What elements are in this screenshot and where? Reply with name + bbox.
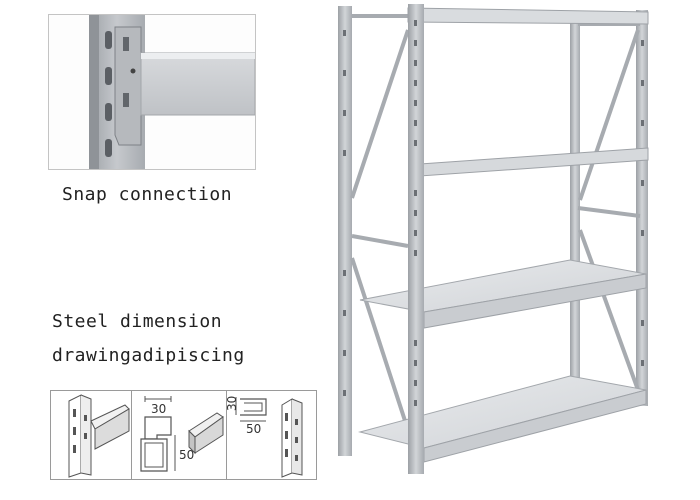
back-right-post: [570, 14, 580, 394]
rear-right-post: [636, 10, 648, 406]
shelf-beam-upper: [419, 147, 649, 177]
snap-connection-illustration: [49, 15, 255, 169]
front-left-post: [408, 4, 424, 474]
beam-profile-drawing: 30 50: [140, 396, 224, 472]
upright-bottom-dimension: 50: [246, 422, 261, 436]
upright-profile-drawing: 30 50: [225, 396, 303, 478]
right-side-braces: [577, 22, 641, 391]
front-left-outer-post: [338, 6, 352, 456]
beam-top-dimension: 30: [151, 402, 166, 416]
upright-profile-cell: 30 50: [225, 391, 316, 479]
steel-dimension-caption: Steel dimension: [52, 311, 223, 332]
beam-hook-plate: [114, 26, 142, 146]
shelving-rack-illustration: [338, 4, 649, 474]
front-left-post-slots: [414, 20, 417, 406]
dimension-drawing-caption: drawingadipiscing: [52, 345, 245, 366]
shelf-beam: [140, 52, 255, 116]
beam-side-dimension: 50: [179, 448, 194, 462]
rear-right-post-slots: [641, 40, 644, 366]
left-side-braces: [350, 14, 410, 431]
top-beam: [407, 7, 649, 25]
dimension-drawing-strip: 30 50 30 50: [50, 390, 317, 480]
upright-top-dimension: 30: [226, 396, 239, 411]
snap-connection-detail-image: [48, 14, 256, 170]
snap-connection-caption: Snap connection: [62, 184, 233, 205]
outer-left-post-slots: [343, 30, 346, 396]
upright-beam-sketch-cell: [51, 391, 132, 479]
upright-beam-sketch: [68, 394, 130, 478]
beam-profile-cell: 30 50: [131, 391, 227, 479]
steel-shelving-rack-image: [330, 0, 660, 480]
